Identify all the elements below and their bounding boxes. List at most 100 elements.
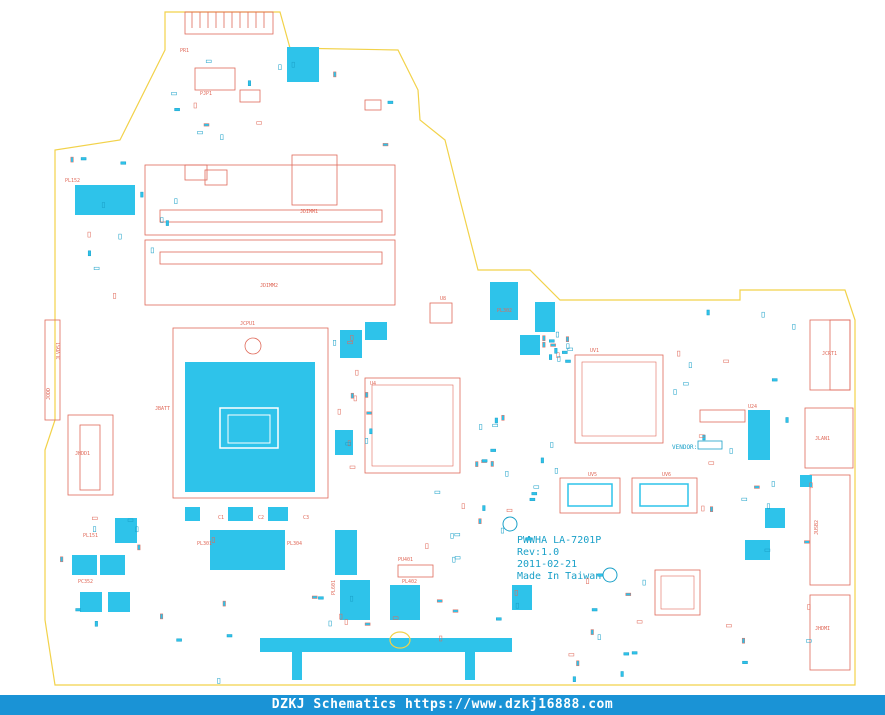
passive-part	[729, 448, 733, 454]
passive-part	[482, 505, 486, 511]
passive-part	[590, 629, 594, 635]
passive-part	[318, 596, 324, 600]
passive-part	[339, 613, 343, 620]
passive-part	[174, 198, 178, 204]
passive-part	[515, 602, 519, 609]
passive-part	[806, 639, 812, 643]
passive-part	[771, 481, 775, 487]
passive-part	[496, 617, 502, 621]
passive-part	[425, 543, 429, 549]
label-jlvds: JLVDS1	[56, 342, 62, 360]
passive-part	[726, 624, 732, 628]
passive-part	[698, 434, 705, 438]
passive-part	[278, 64, 282, 70]
passive-part	[439, 635, 443, 642]
label-vga: UV1	[590, 348, 599, 354]
label-pch: U4	[370, 381, 376, 387]
label-mem-b: UV6	[662, 472, 671, 478]
passive-part	[764, 548, 771, 552]
passive-part	[792, 324, 796, 330]
watermark-footer: DZKJ Schematics https://www.dzkj16888.co…	[0, 695, 885, 715]
ddr-sockets	[144, 154, 396, 306]
passive-part	[291, 61, 295, 68]
passive-part	[741, 497, 748, 501]
passive-part	[771, 378, 778, 382]
label-jlan: JLAN1	[815, 436, 830, 442]
label-ddr-top: JDIMM1	[300, 209, 318, 215]
passive-part	[205, 59, 212, 63]
passive-part	[550, 343, 556, 347]
board-made-in: Made In Taiwan	[517, 571, 601, 582]
passive-part	[333, 340, 337, 346]
vendor-label: VENDOR:	[672, 444, 697, 451]
passive-part	[683, 382, 689, 386]
passive-components	[60, 59, 813, 684]
passive-part	[636, 620, 643, 624]
passive-part	[160, 613, 164, 620]
passive-part	[562, 350, 568, 354]
passive-part	[623, 652, 630, 656]
label-pu401: PU401	[398, 557, 413, 563]
lan-chip	[654, 569, 701, 616]
label-c1: C1	[218, 515, 224, 521]
passive-part	[642, 579, 646, 586]
passive-part	[549, 354, 553, 360]
passive-part	[113, 293, 117, 299]
passive-part	[556, 352, 560, 358]
passive-part	[542, 335, 546, 341]
passive-part	[490, 448, 496, 452]
label-pl301: PL301	[197, 541, 212, 547]
passive-part	[93, 526, 97, 532]
passive-part	[591, 608, 598, 612]
label-c2: C2	[258, 515, 264, 521]
passive-part	[135, 526, 139, 533]
passive-part	[500, 527, 504, 534]
board-date: 2011-02-21	[517, 559, 577, 570]
passive-part	[741, 637, 745, 644]
passive-part	[454, 556, 461, 560]
passive-part	[492, 423, 498, 427]
passive-part	[337, 408, 341, 415]
cpu-socket	[172, 327, 329, 499]
passive-part	[350, 595, 354, 602]
passive-part	[542, 341, 546, 348]
passive-part	[369, 428, 373, 435]
passive-part	[137, 544, 141, 551]
passive-part	[568, 653, 575, 657]
passive-part	[597, 573, 603, 577]
label-mem-a: UV5	[588, 472, 597, 478]
passive-part	[554, 348, 558, 354]
passive-part	[701, 505, 705, 512]
passive-part	[165, 220, 169, 226]
passive-part	[572, 676, 576, 682]
passive-part	[392, 616, 399, 620]
passive-part	[597, 634, 601, 640]
board-outline	[44, 11, 856, 686]
passive-part	[550, 442, 554, 448]
passive-part	[677, 350, 681, 357]
passive-part	[387, 100, 394, 104]
passive-part	[461, 503, 465, 509]
pch-chip	[364, 377, 461, 474]
passive-part	[804, 540, 810, 544]
passive-part	[723, 359, 729, 363]
passive-part	[481, 459, 488, 463]
label-jusb: JUSB2	[814, 520, 820, 535]
passive-part	[101, 202, 105, 208]
passive-part	[531, 492, 538, 496]
passive-part	[140, 191, 144, 198]
passive-part	[217, 678, 221, 684]
passive-part	[785, 417, 789, 423]
label-jhdmi: JHDMI	[815, 626, 830, 632]
passive-part	[344, 619, 348, 625]
label-pl402: PL402	[402, 579, 417, 585]
passive-part	[120, 161, 127, 165]
passive-part	[708, 461, 715, 465]
passive-part	[620, 671, 624, 677]
passive-part	[478, 518, 482, 524]
passive-part	[506, 508, 513, 512]
passive-part	[353, 395, 357, 402]
passive-part	[554, 468, 558, 474]
passive-part	[452, 609, 459, 613]
